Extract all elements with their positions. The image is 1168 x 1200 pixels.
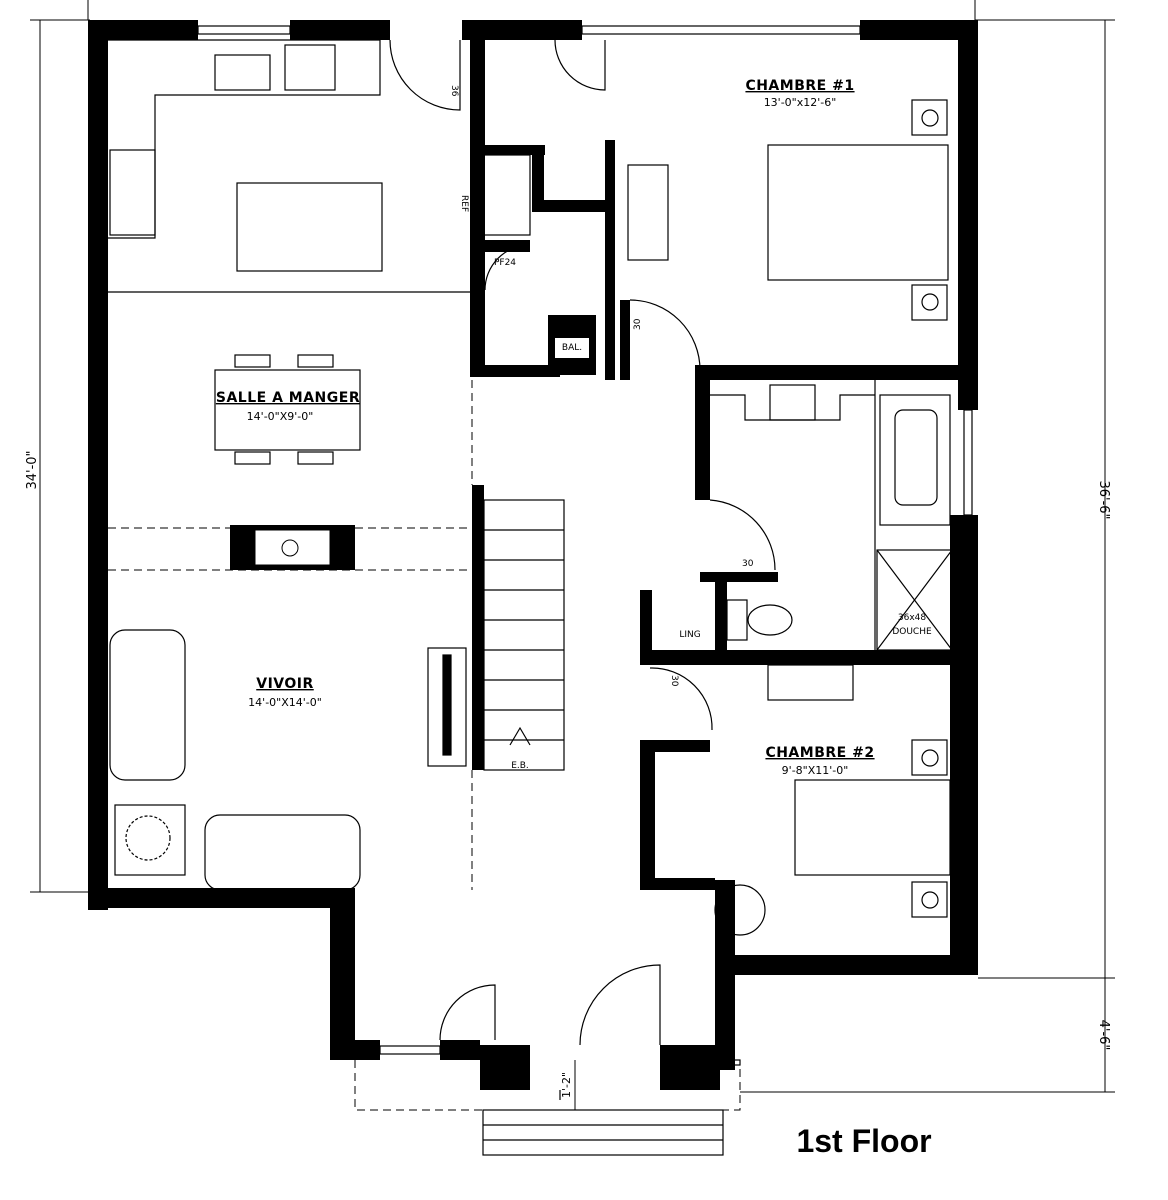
label-door-30-a: 30	[633, 318, 643, 330]
bedroom1-furniture	[627, 99, 949, 321]
windows	[93, 25, 973, 1066]
dimension-lines	[30, 0, 1115, 1110]
label-douche: DOUCHE	[892, 627, 932, 637]
label-door-30-b: 30	[742, 559, 754, 569]
fireplace	[230, 525, 355, 570]
dim-left: 34'-0"	[25, 450, 40, 489]
room-name-salle: SALLE A MANGER	[216, 390, 360, 406]
kitchen-counters	[108, 39, 531, 272]
label-bal: BAL.	[562, 343, 582, 353]
label-douche-size: 36x48	[898, 613, 927, 623]
room-size-chambre2: 9'-8"X11'-0"	[782, 764, 849, 777]
walls	[88, 20, 978, 1090]
dashed-lines	[108, 291, 741, 1111]
room-size-vivoir: 14'-0"X14'-0"	[248, 696, 322, 709]
label-pf24: PF24	[494, 258, 516, 268]
label-ref: REF	[459, 195, 469, 212]
dim-step: 1'-2"	[560, 1072, 573, 1098]
dim-right-porch: 4'-6"	[1096, 1020, 1111, 1051]
room-name-chambre1: CHAMBRE #1	[745, 78, 854, 94]
room-size-salle: 14'-0"X9'-0"	[247, 410, 314, 423]
label-eb: E.B.	[511, 761, 529, 771]
door-swings	[389, 39, 776, 1156]
dining-table	[214, 354, 361, 465]
bedroom2-furniture	[714, 664, 951, 936]
stairs	[483, 499, 565, 771]
floor-title: 1st Floor	[796, 1123, 931, 1159]
label-ling: LING	[679, 630, 700, 640]
living-furniture	[109, 629, 467, 891]
dim-right-main: 36'-6"	[1096, 480, 1111, 519]
room-name-vivoir: VIVOIR	[256, 676, 314, 692]
room-name-chambre2: CHAMBRE #2	[765, 745, 874, 761]
label-door-36: 36	[449, 85, 459, 97]
room-size-chambre1: 13'-0"x12'-6"	[764, 96, 837, 109]
label-door-30-c: 30	[669, 675, 679, 687]
bathroom-fixtures	[710, 380, 953, 651]
